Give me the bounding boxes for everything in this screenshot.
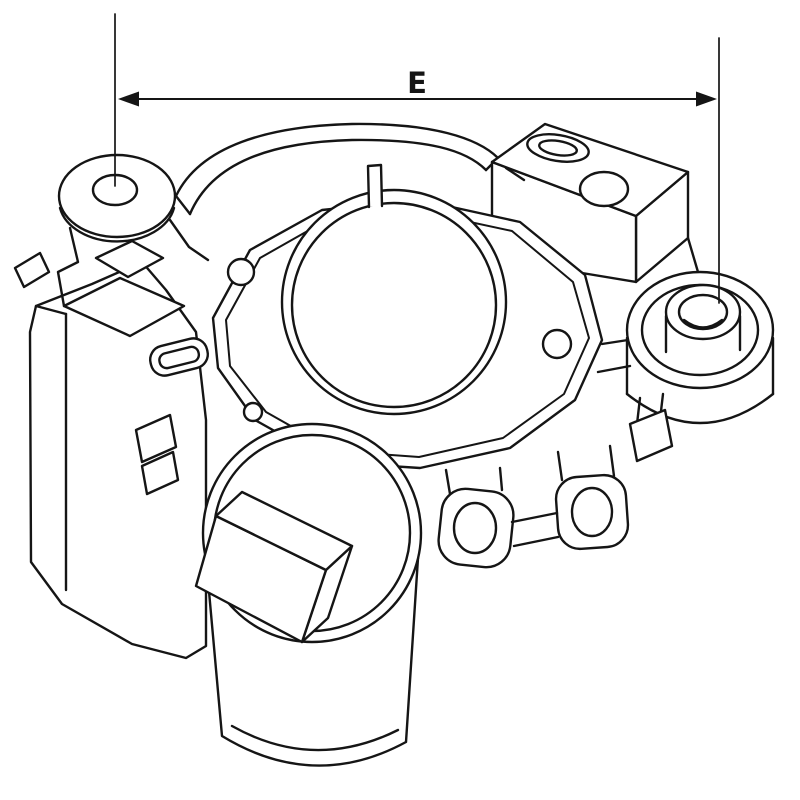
bushing-lower-tab bbox=[628, 392, 674, 463]
boss-band-arc bbox=[58, 206, 176, 243]
arm-upper-line bbox=[600, 338, 630, 346]
mounting-lug-right bbox=[554, 473, 630, 551]
dome-inner-rim bbox=[290, 201, 498, 409]
housing-step-lower bbox=[140, 450, 180, 496]
lug-strap-upper bbox=[510, 511, 559, 524]
arch-left-end bbox=[174, 194, 192, 216]
mounting-lug-left-hole bbox=[452, 501, 498, 555]
lug-strap-lower bbox=[512, 535, 560, 548]
domed-cover bbox=[226, 163, 573, 423]
mounting-boss bbox=[56, 153, 210, 338]
bushing-tube-hole bbox=[677, 293, 729, 331]
plate-rivet-right bbox=[541, 328, 573, 360]
mounting-lugs bbox=[437, 444, 630, 569]
boss-bracket-left bbox=[56, 226, 80, 308]
arch-outer-curve bbox=[174, 122, 500, 198]
left-arrowhead bbox=[118, 91, 139, 107]
housing-top-facet bbox=[34, 304, 68, 316]
lug-left-arm-a bbox=[444, 468, 452, 496]
right-arrowhead bbox=[696, 91, 717, 107]
boss-bracket-step bbox=[94, 239, 165, 279]
mounting-lug-left bbox=[437, 487, 515, 569]
dimension-annotation: E bbox=[114, 13, 720, 304]
plate-rivet-lower-left bbox=[242, 401, 264, 423]
boss-flange bbox=[62, 276, 186, 338]
lug-right-arm-b bbox=[608, 444, 616, 478]
dome-top-tab bbox=[366, 163, 384, 209]
block-step-detail bbox=[504, 166, 526, 182]
brush-top-face bbox=[214, 490, 354, 572]
mounting-lug-right-hole bbox=[570, 486, 614, 538]
brush-holder-barrel bbox=[194, 422, 423, 767]
tab-connector-a bbox=[635, 396, 642, 426]
side-housing bbox=[13, 251, 209, 660]
terminal-block bbox=[490, 122, 690, 284]
tab-connector-b bbox=[659, 392, 665, 413]
dome-outer-rim bbox=[280, 188, 508, 416]
insulator-bushing bbox=[625, 236, 775, 425]
housing-left-tab bbox=[13, 251, 51, 289]
housing-arch bbox=[174, 122, 500, 216]
part-drawing bbox=[13, 122, 775, 767]
tab-face bbox=[628, 408, 674, 463]
plate-bushing-arms bbox=[596, 338, 632, 374]
barrel-bottom-inner-arc bbox=[230, 724, 400, 752]
housing-slot-inner bbox=[158, 345, 201, 370]
block-oval-slot-inner bbox=[538, 139, 578, 157]
plate-rivet-upper-left bbox=[226, 257, 256, 287]
lug-left-arm-b bbox=[498, 466, 504, 492]
boss-bracket-right bbox=[168, 218, 210, 262]
bushing-ring-bottom-arc bbox=[625, 392, 775, 425]
lug-right-arm-a bbox=[556, 450, 564, 482]
bushing-hole-depth-arc bbox=[682, 318, 724, 329]
bushing-block-connector bbox=[686, 236, 700, 274]
arm-lower-line bbox=[596, 364, 632, 374]
block-round-hole bbox=[578, 170, 630, 208]
dimension-label: E bbox=[407, 66, 427, 100]
housing-step-upper bbox=[134, 413, 178, 464]
arch-inner-curve bbox=[188, 138, 488, 216]
